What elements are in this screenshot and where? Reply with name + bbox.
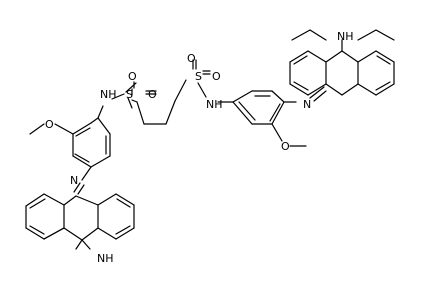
atom-label-n-imine-left: N xyxy=(70,174,78,187)
atom-label-nh-left: NH xyxy=(100,88,117,101)
atom-label-o-left-2: O xyxy=(148,88,157,101)
bond-lines xyxy=(25,29,395,250)
atom-label-nh-acridine-bottom: NH xyxy=(97,252,114,265)
atom-label-n-imine-right: N xyxy=(303,98,311,111)
atom-label-o-right-1: O xyxy=(187,52,196,65)
atom-label-o-right-2: O xyxy=(212,70,221,83)
atom-label-o-left-1: O xyxy=(128,70,137,83)
atom-label-s-right: S xyxy=(195,70,202,83)
atom-label-nh-acridine-top: NH xyxy=(337,30,354,43)
atom-label-s-left: S xyxy=(126,88,133,101)
atom-label-o-methoxy-left: O xyxy=(45,118,54,131)
atom-label-o-methoxy-right: O xyxy=(281,140,290,153)
atom-label-nh-right: NH xyxy=(206,98,223,111)
